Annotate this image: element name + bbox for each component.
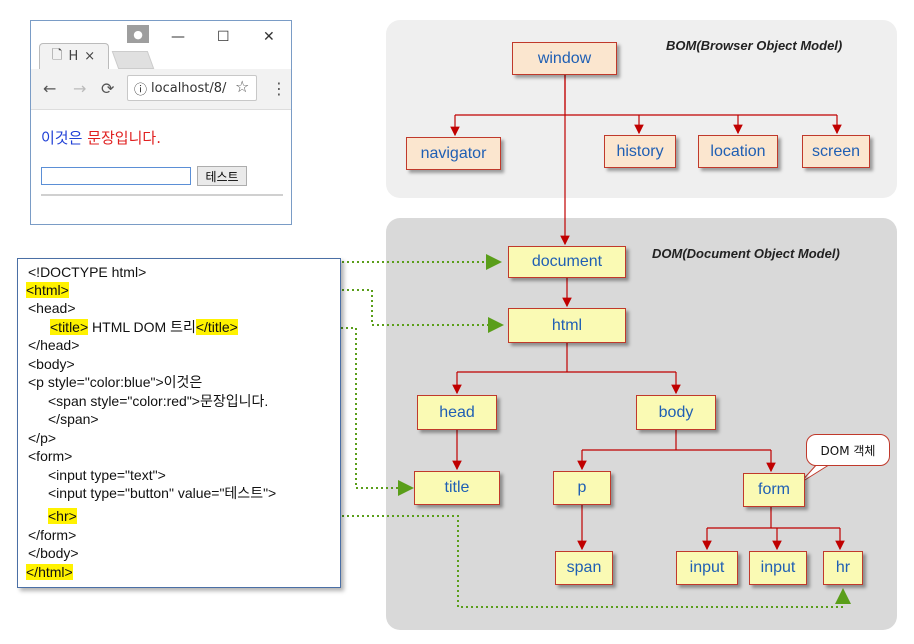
code-line: <hr> <box>48 507 77 525</box>
dom-object-callout: DOM 객체 <box>806 434 890 466</box>
text-input[interactable] <box>41 167 191 185</box>
reload-icon[interactable]: ⟳ <box>101 79 115 98</box>
forward-icon[interactable]: → <box>73 79 87 98</box>
code-title-open: <title> <box>50 319 89 335</box>
dom-title: DOM(Document Object Model) <box>652 246 840 261</box>
node-history: history <box>604 135 676 168</box>
html-code-box: <!DOCTYPE html> <html> <head> <title> HT… <box>17 258 341 588</box>
code-title-text: HTML DOM 트리 <box>88 319 196 335</box>
code-line: </head> <box>28 337 80 353</box>
code-line: <body> <box>28 356 75 372</box>
back-icon[interactable]: ← <box>43 79 57 98</box>
code-line: <html> <box>26 281 69 299</box>
code-line: <input type="text"> <box>48 467 166 483</box>
paragraph-text: 이것은 문장입니다. <box>41 127 161 148</box>
code-hr: <hr> <box>48 508 77 524</box>
new-tab-button[interactable] <box>111 51 155 69</box>
test-button[interactable]: 테스트 <box>197 166 247 186</box>
code-line: <title> HTML DOM 트리</title> <box>50 318 238 336</box>
node-screen: screen <box>802 135 870 168</box>
blue-text: 이것은 <box>41 129 83 147</box>
code-line: <form> <box>28 448 73 464</box>
browser-tabbar: 🗋 H × ● — ☐ ✕ <box>31 21 291 69</box>
tab-close-icon[interactable]: × <box>84 49 96 64</box>
code-line: <span style="color:red">문장입니다. <box>48 393 269 409</box>
page-icon: 🗋 <box>52 47 63 63</box>
node-html: html <box>508 308 626 343</box>
close-icon[interactable]: ✕ <box>263 29 275 45</box>
star-icon[interactable]: ☆ <box>235 77 250 96</box>
browser-toolbar: ← → ⟳ ⓘ localhost/8/ ☆ ⋮ <box>31 69 291 110</box>
red-text: 문장입니다. <box>87 129 161 147</box>
node-input-2: input <box>749 551 807 585</box>
code-line: </body> <box>28 545 79 561</box>
code-line: <p style="color:blue">이것은 <box>28 374 203 390</box>
node-navigator: navigator <box>406 137 501 170</box>
user-icon[interactable]: ● <box>127 25 149 43</box>
code-html-open: <html> <box>26 282 69 298</box>
tab-label: H <box>68 49 79 64</box>
minimize-icon[interactable]: — <box>171 29 185 45</box>
horizontal-rule <box>41 194 283 196</box>
node-hr: hr <box>823 551 863 585</box>
code-line: <head> <box>28 300 76 316</box>
node-title: title <box>414 471 500 505</box>
code-html-close: </html> <box>26 564 73 580</box>
node-form: form <box>743 473 805 507</box>
info-icon: ⓘ <box>134 82 148 98</box>
node-span: span <box>555 551 613 585</box>
node-head: head <box>417 395 497 430</box>
maximize-icon[interactable]: ☐ <box>217 29 230 45</box>
code-line: </p> <box>28 430 57 446</box>
code-line: </html> <box>26 563 73 581</box>
code-line: <!DOCTYPE html> <box>28 264 147 280</box>
code-line: </form> <box>28 527 77 543</box>
code-line: </span> <box>48 411 99 427</box>
url-text: localhost/8/ <box>151 80 227 96</box>
address-bar[interactable]: ⓘ localhost/8/ <box>127 75 257 101</box>
browser-tab[interactable]: 🗋 H × <box>39 43 109 69</box>
node-p: p <box>553 471 611 505</box>
node-location: location <box>698 135 778 168</box>
node-window: window <box>512 42 617 75</box>
menu-icon[interactable]: ⋮ <box>271 79 287 98</box>
code-title-close: </title> <box>195 319 238 335</box>
code-line: <input type="button" value="테스트"> <box>48 485 277 501</box>
node-body: body <box>636 395 716 430</box>
node-document: document <box>508 246 626 278</box>
browser-content: 이것은 문장입니다. 테스트 <box>31 111 291 224</box>
node-input-1: input <box>676 551 738 585</box>
browser-window: 🗋 H × ● — ☐ ✕ ← → ⟳ ⓘ localhost/8/ ☆ ⋮ 이… <box>30 20 292 225</box>
bom-title: BOM(Browser Object Model) <box>666 38 843 53</box>
